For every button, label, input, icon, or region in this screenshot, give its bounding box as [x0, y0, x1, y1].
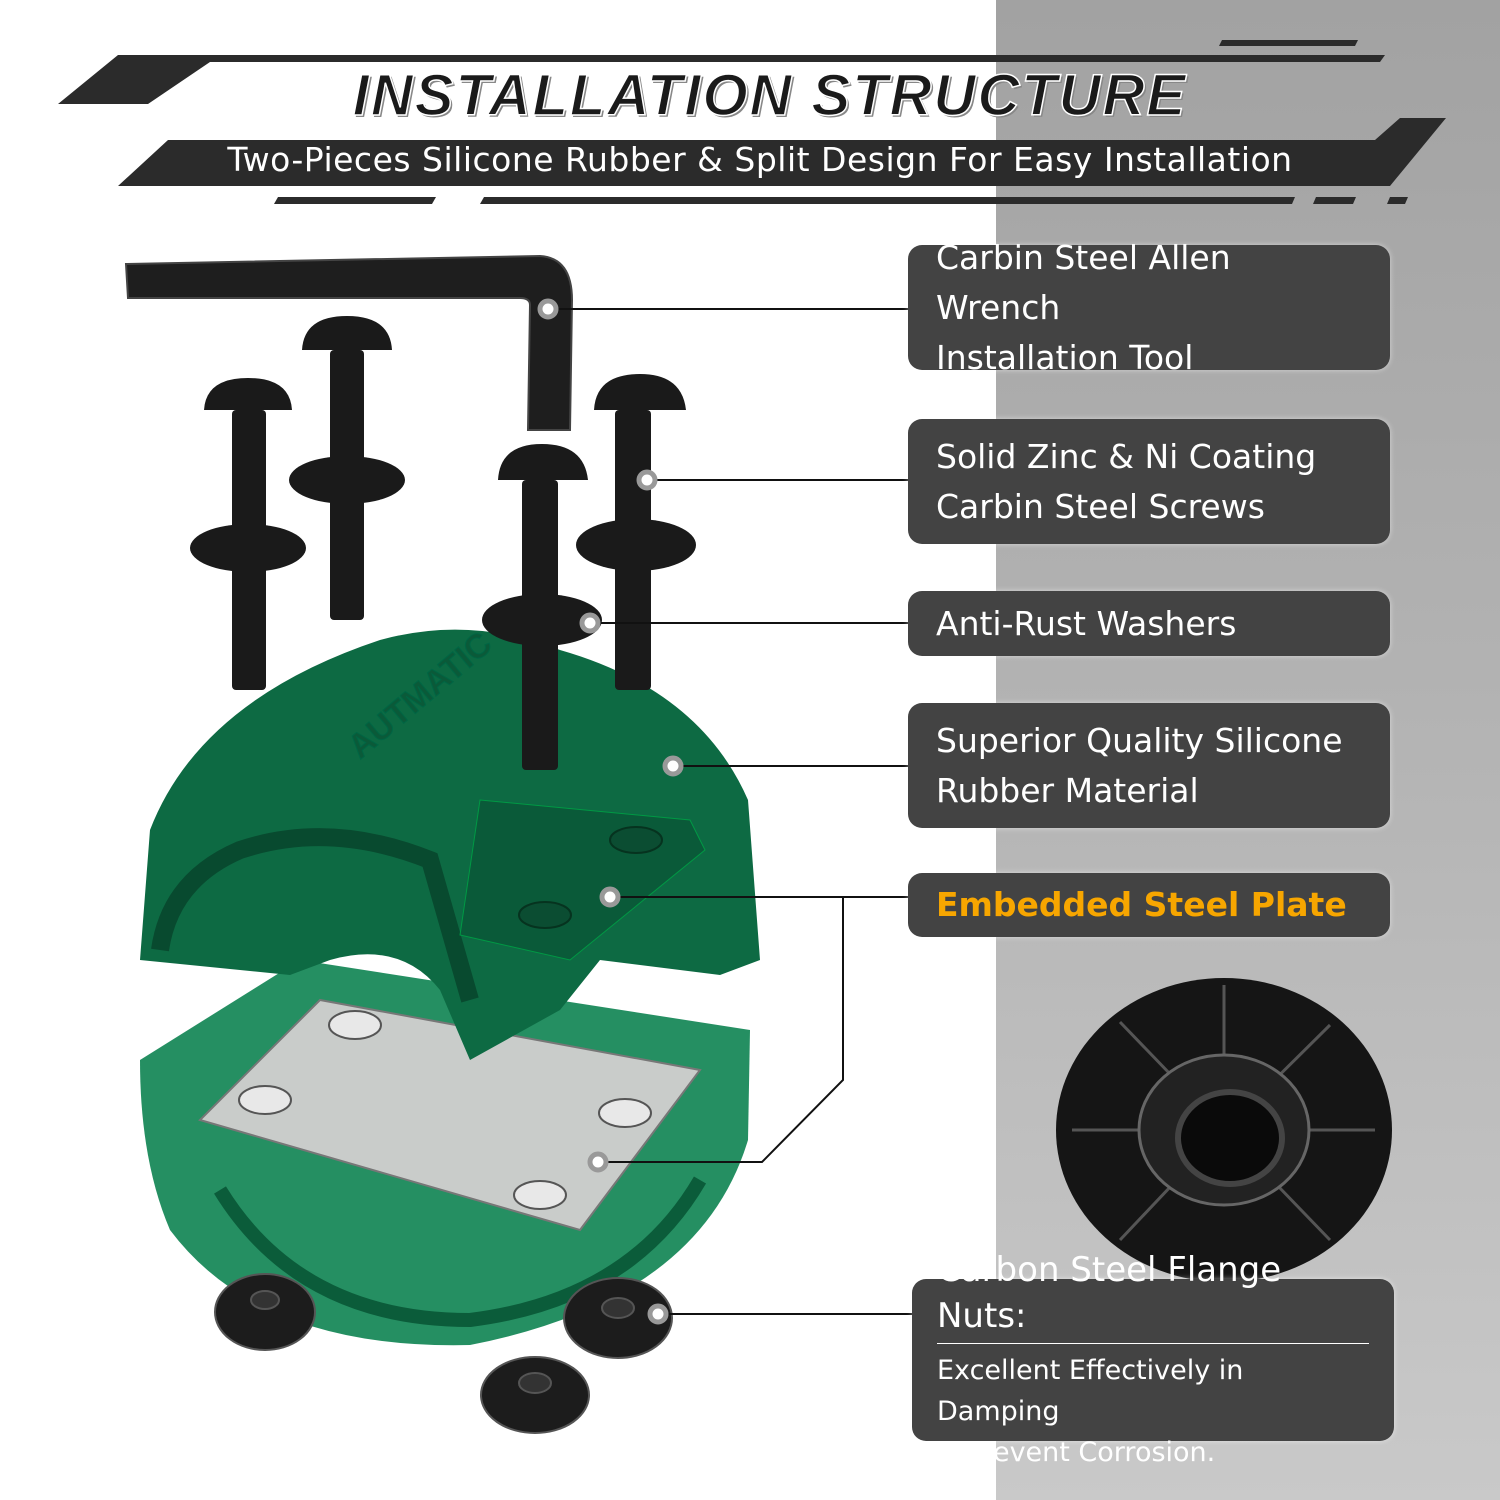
- callout-flange-nuts: Carbon Steel Flange Nuts: Excellent Effe…: [912, 1250, 1394, 1468]
- callout-text-highlight: Embedded Steel Plate: [936, 885, 1347, 924]
- page-subtitle: Two-Pieces Silicone Rubber & Split Desig…: [227, 140, 1293, 179]
- callout-text: Carbin Steel Allen Wrench: [936, 237, 1231, 327]
- callout-allen-wrench: Carbin Steel Allen Wrench Installation T…: [908, 238, 1390, 377]
- header-stripes: [58, 40, 1446, 204]
- lower-clamp-half: [140, 960, 750, 1346]
- screw: [576, 374, 696, 690]
- callout-text: & Prevent Corrosion.: [937, 1437, 1216, 1468]
- callout-text: Installation Tool: [936, 337, 1194, 377]
- callout-lines: [548, 308, 912, 1315]
- flange-nuts-small: [214, 1273, 673, 1434]
- large-flange-nut: [1056, 978, 1392, 1282]
- callout-dots: [537, 298, 684, 1325]
- callout-text: Rubber Material: [936, 770, 1199, 810]
- screw: [289, 316, 405, 620]
- upper-clamp-half: AUTMATIC: [140, 624, 760, 1060]
- callout-text: Carbin Steel Screws: [936, 486, 1265, 526]
- callout-text: Anti-Rust Washers: [936, 603, 1237, 643]
- callout-heading: Carbon Steel Flange Nuts:: [937, 1247, 1369, 1344]
- allen-wrench: [124, 254, 574, 431]
- callout-text: Superior Quality Silicone: [936, 720, 1343, 760]
- callout-text: Solid Zinc & Ni Coating: [936, 436, 1317, 476]
- callout-washers: Anti-Rust Washers: [908, 591, 1390, 656]
- screw: [482, 444, 602, 770]
- callout-silicone-rubber: Superior Quality Silicone Rubber Materia…: [908, 703, 1390, 828]
- callout-steel-plate: Embedded Steel Plate: [908, 873, 1390, 937]
- screw: [190, 378, 306, 690]
- callout-text: Excellent Effectively in Damping: [937, 1355, 1244, 1427]
- callout-screws: Solid Zinc & Ni Coating Carbin Steel Scr…: [908, 419, 1390, 544]
- page-title: INSTALLATION STRUCTURE: [352, 62, 1188, 129]
